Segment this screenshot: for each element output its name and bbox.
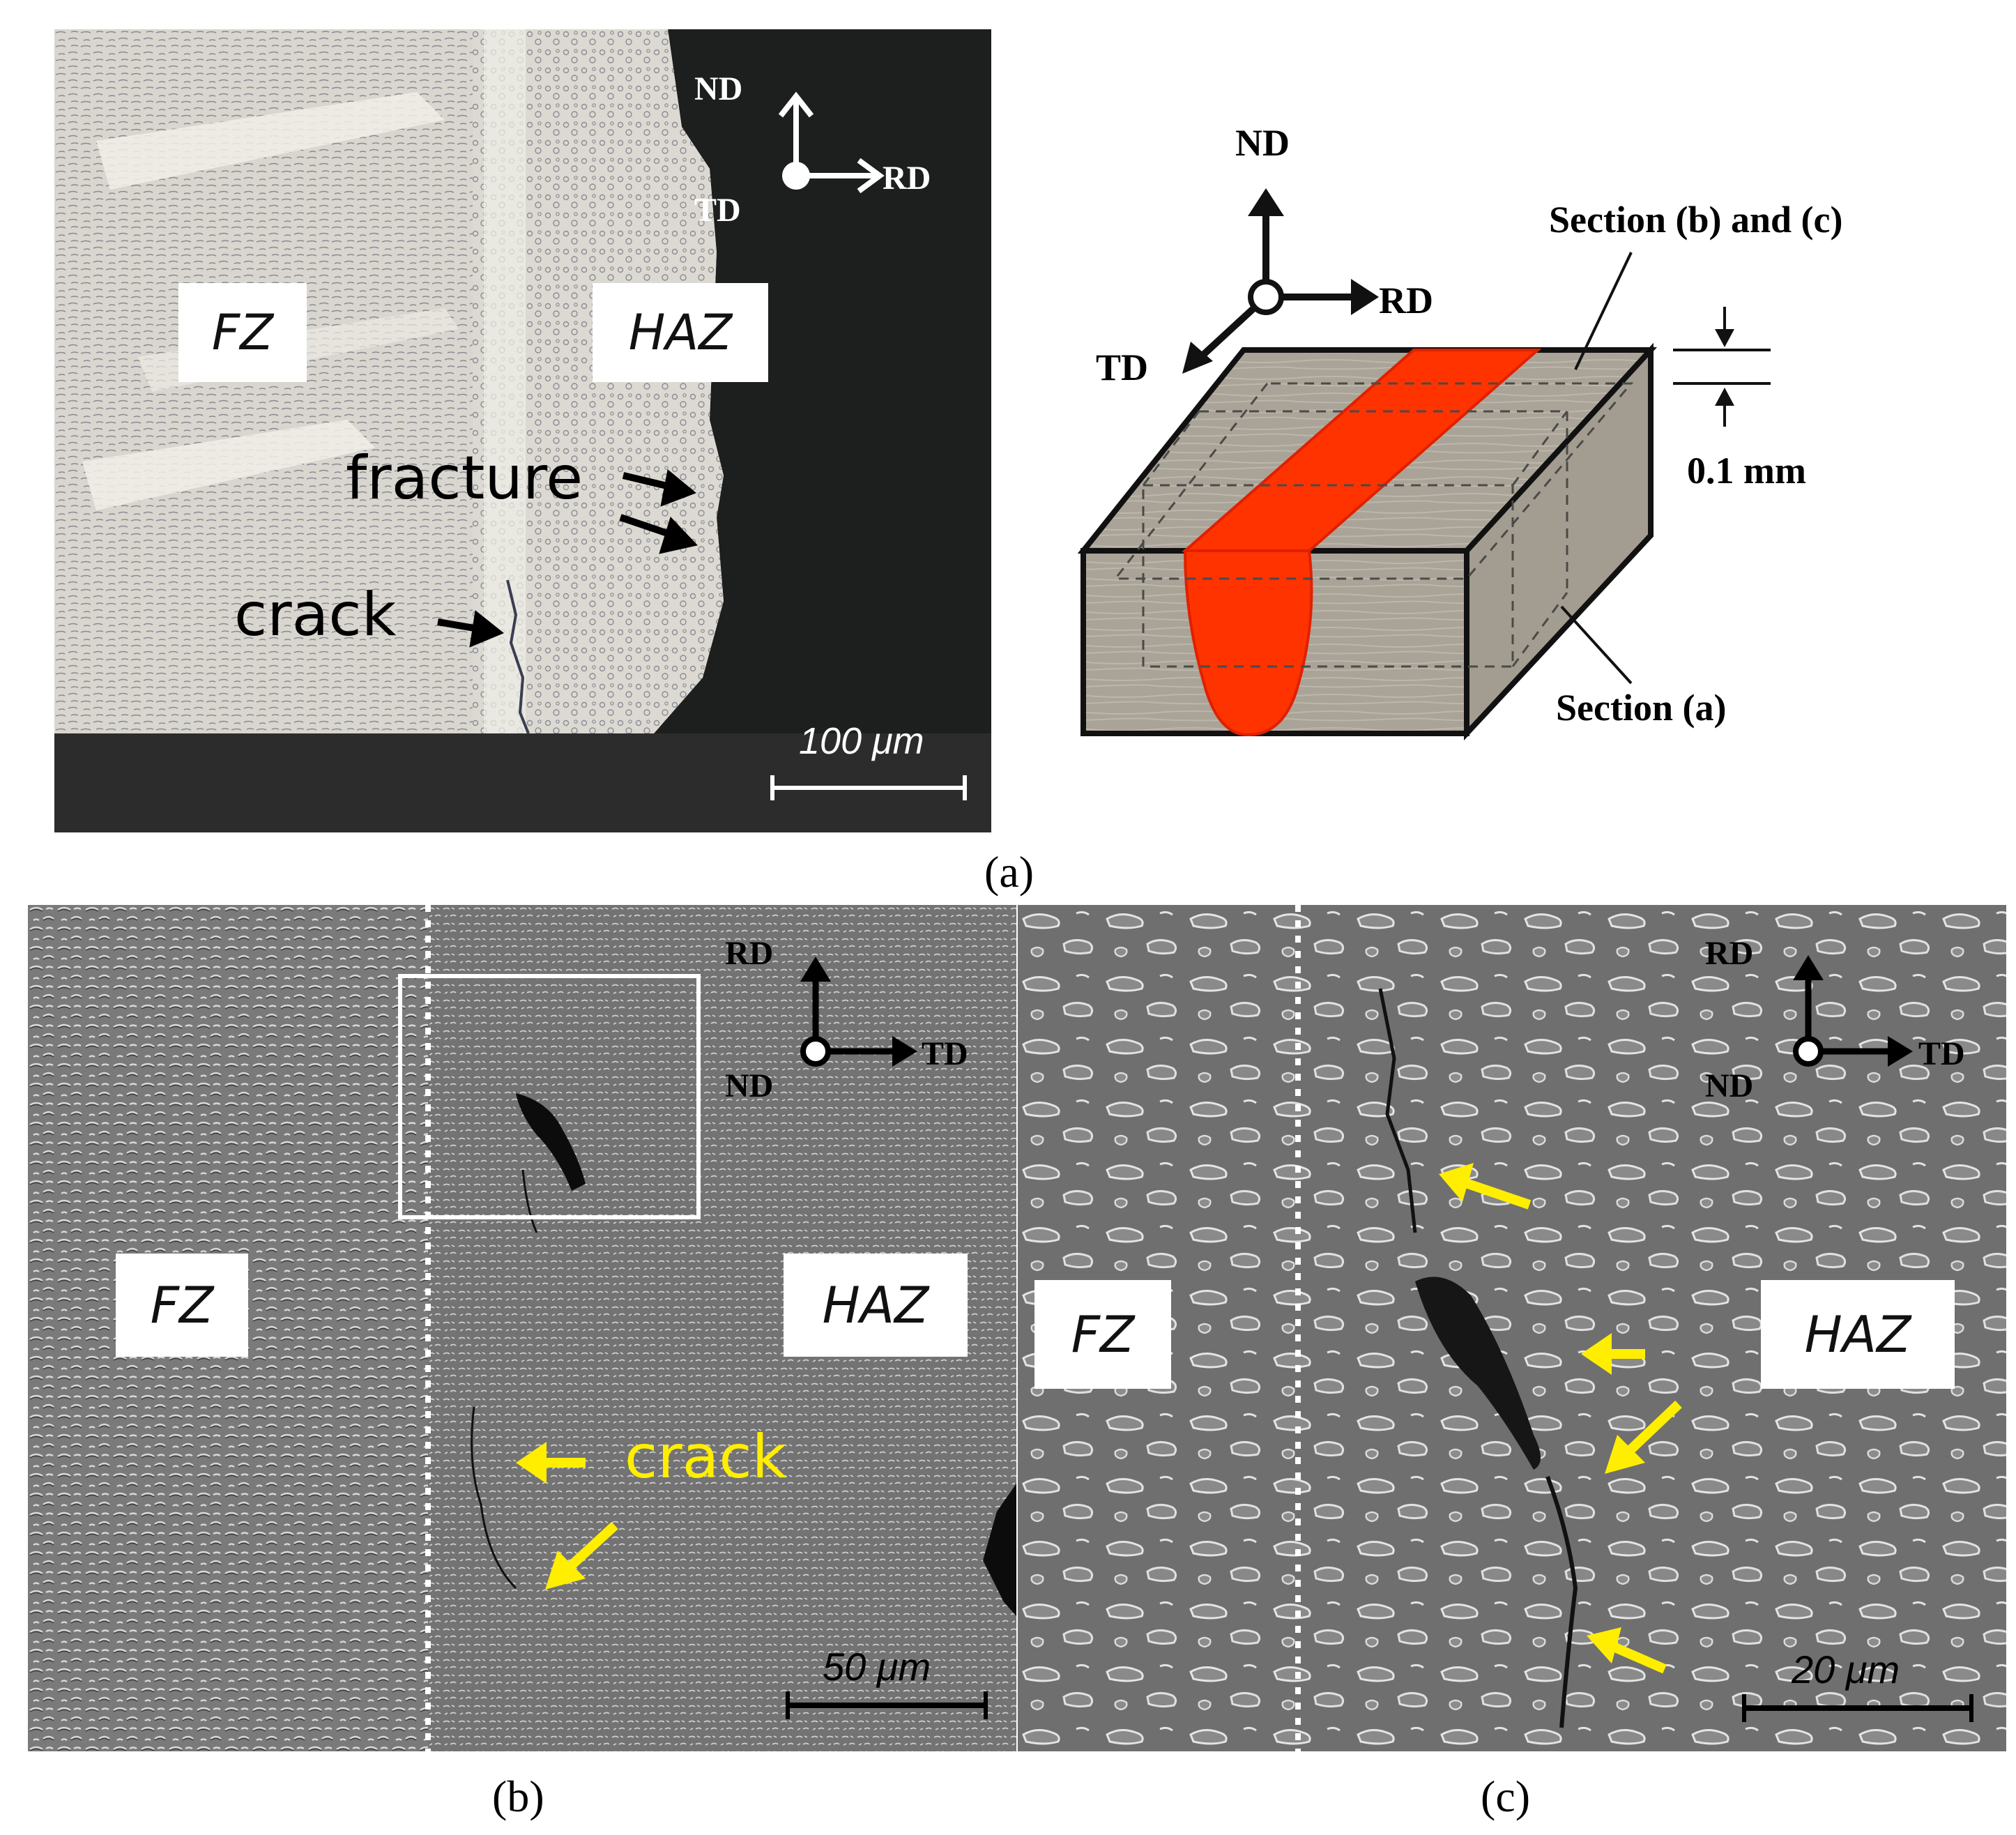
caption-c: (c) (1481, 1772, 1531, 1821)
caption-a: (a) (984, 847, 1034, 897)
panel-a-arrows (437, 91, 967, 800)
optical-micrograph-image (54, 29, 991, 832)
scalebar-label: 50 μm (823, 1645, 931, 1689)
specimen-schematic: ND RD TD Section (b) and (c) 0.1 mm Sect… (1018, 105, 2008, 767)
fz-label: FZ (178, 283, 307, 382)
optical-micrograph-panel: FZ HAZ fracture crack ND RD TD 100 μm (54, 29, 991, 832)
haz-label: HAZ (784, 1254, 968, 1357)
fracture-label: fracture (346, 443, 583, 513)
fz-label: FZ (116, 1254, 248, 1357)
fz-label: FZ (1034, 1280, 1171, 1389)
axis-rd-label: RD (725, 935, 774, 972)
section-bc-label: Section (b) and (c) (1549, 199, 1843, 241)
scalebar-label: 100 μm (799, 720, 924, 762)
axis-nd-label: ND (725, 1067, 774, 1104)
sem-panel-b: FZ HAZ crack RD TD ND 50 μm (28, 905, 1016, 1751)
axis-rd-label: RD (883, 160, 931, 197)
axis-td-label: TD (922, 1035, 968, 1072)
crack-label: crack (625, 1422, 787, 1492)
schematic-axis-nd: ND (1235, 122, 1290, 164)
axis-td-label: TD (694, 192, 741, 229)
crack-label: crack (234, 580, 397, 650)
thickness-label: 0.1 mm (1687, 450, 1806, 492)
axis-td-label: TD (1918, 1035, 1965, 1072)
caption-b: (b) (492, 1772, 544, 1821)
schematic-axis-rd: RD (1379, 280, 1433, 321)
sem-panel-c: FZ HAZ RD TD ND 20 μm (1018, 905, 2006, 1751)
block-diagram (1077, 188, 1771, 741)
haz-label: HAZ (1761, 1280, 1955, 1389)
scalebar-label: 20 μm (1792, 1647, 1900, 1691)
axis-rd-label: RD (1705, 935, 1754, 972)
schematic-axis-td: TD (1096, 347, 1149, 388)
section-a-label: Section (a) (1556, 687, 1727, 729)
haz-label: HAZ (593, 283, 768, 382)
axis-nd-label: ND (694, 70, 743, 107)
axis-nd-label: ND (1705, 1067, 1754, 1104)
